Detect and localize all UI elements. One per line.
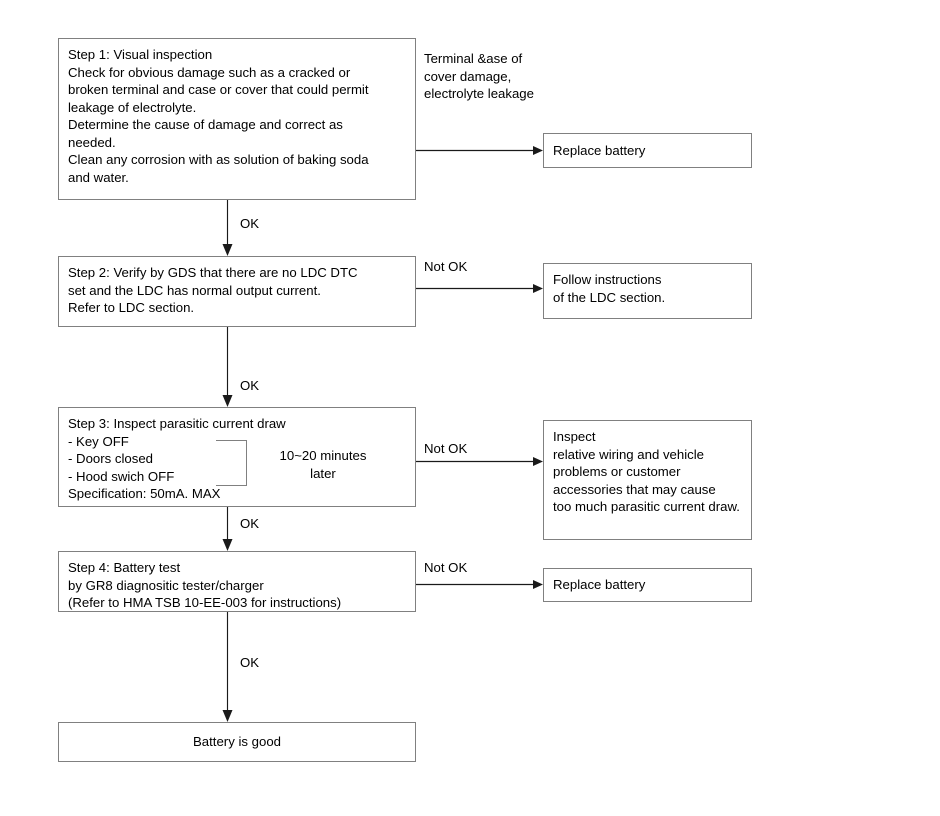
node-inspect-wiring[interactable]: Inspect relative wiring and vehicle prob… — [543, 420, 752, 540]
step3-grouping-bracket — [216, 440, 247, 486]
node-step2[interactable]: Step 2: Verify by GDS that there are no … — [58, 256, 416, 327]
edge-label-ok-step4-result: OK — [240, 655, 260, 670]
label-step1-failure-condition: Terminal &ase of cover damage, electroly… — [424, 51, 534, 101]
node-replace-battery-1[interactable]: Replace battery — [543, 133, 752, 168]
node-follow-ldc-instructions[interactable]: Follow instructions of the LDC section. — [543, 263, 752, 319]
node-step3[interactable]: Step 3: Inspect parasitic current draw -… — [58, 407, 416, 507]
edge-label-ok-step2-step3: OK — [240, 378, 260, 393]
edge-label-notok-step4: Not OK — [424, 560, 468, 575]
step3-timing-note: 10~20 minutes later — [279, 448, 367, 481]
node-replace-battery-2[interactable]: Replace battery — [543, 568, 752, 602]
edge-label-ok-step3-step4: OK — [240, 516, 260, 531]
node-battery-is-good[interactable]: Battery is good — [58, 722, 416, 762]
edge-label-notok-step2: Not OK — [424, 259, 468, 274]
node-step4[interactable]: Step 4: Battery test by GR8 diagnositic … — [58, 551, 416, 612]
node-step1[interactable]: Step 1: Visual inspection Check for obvi… — [58, 38, 416, 200]
edge-label-ok-step1-step2: OK — [240, 216, 260, 231]
edge-label-notok-step3: Not OK — [424, 441, 468, 456]
